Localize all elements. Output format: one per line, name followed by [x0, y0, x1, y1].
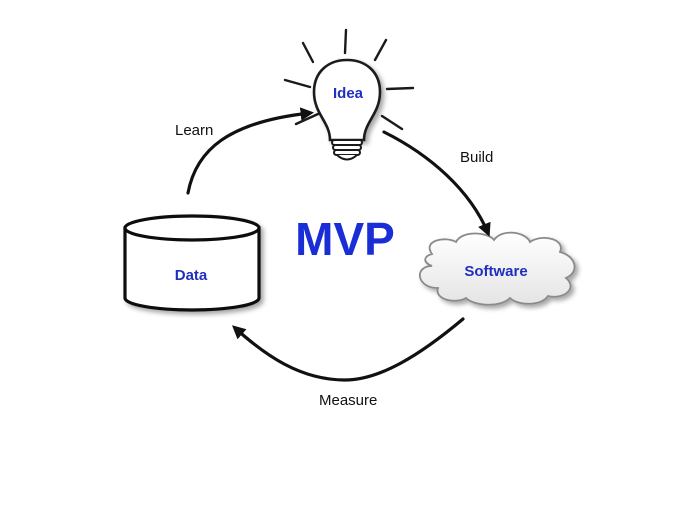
measure-label: Measure	[319, 392, 377, 409]
build-arrow	[382, 130, 491, 237]
software-node: Software	[419, 231, 576, 306]
idea-label: Idea	[333, 85, 364, 102]
data-label: Data	[175, 267, 208, 284]
data-node: Data	[123, 214, 261, 312]
cloud-icon	[419, 231, 576, 306]
software-label: Software	[464, 263, 527, 280]
learn-label: Learn	[175, 122, 213, 139]
database-cylinder-icon	[123, 214, 261, 312]
learn-arrow	[186, 107, 315, 195]
lightbulb-icon	[283, 28, 415, 161]
center-title: MVP	[295, 213, 395, 265]
idea-node: Idea	[283, 28, 415, 161]
build-label: Build	[460, 149, 493, 166]
measure-arrow	[232, 317, 465, 382]
